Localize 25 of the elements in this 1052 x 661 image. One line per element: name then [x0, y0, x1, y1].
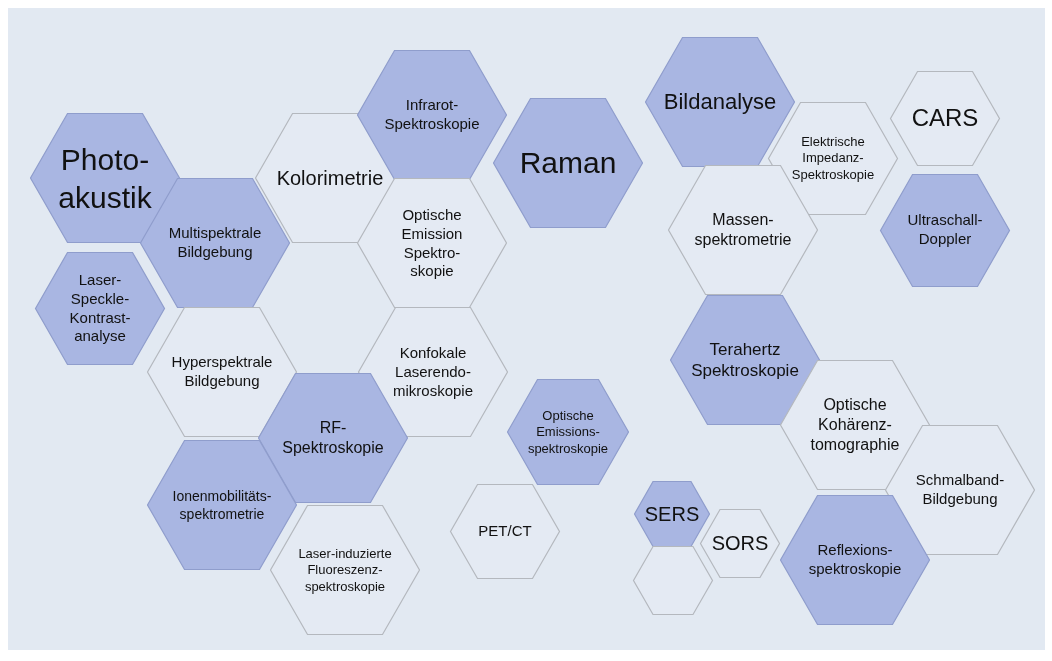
- tile-label: Reflexions-spektroskopie: [807, 541, 903, 579]
- tile-label: Massen-spektrometrie: [693, 210, 793, 250]
- tile-label: Bildanalyse: [662, 88, 778, 116]
- tile-label: Schmalband-Bildgebung: [914, 471, 1006, 509]
- tile-label: Ionenmobilitäts-spektrometrie: [171, 487, 273, 523]
- tile-label: SORS: [710, 530, 770, 556]
- tile-label: Optische Emission Spektro-skopie: [400, 205, 464, 281]
- tile-label: RF-Spektroskopie: [281, 418, 385, 458]
- tile-label: Photo-akustik: [57, 141, 153, 215]
- tile-label: Elektrische Impedanz-Spektroskopie: [790, 133, 876, 183]
- tile-label: Optische Kohärenz-tomographie: [809, 395, 901, 455]
- tile-label: CARS: [910, 103, 980, 133]
- tile-label: Hyperspektrale Bildgebung: [170, 353, 274, 391]
- tile-label: SERS: [643, 501, 701, 527]
- tile-label: Laser-induzierte Fluoreszenz-spektroskopie: [297, 545, 393, 595]
- tile-label: PET/CT: [477, 521, 533, 541]
- tile-label: Konfokale Laserendo-mikroskopie: [392, 343, 474, 401]
- tile-label: Ultraschall-Doppler: [906, 211, 984, 249]
- tile-label: Raman: [518, 145, 618, 182]
- tile-label: Infrarot-Spektroskopie: [383, 96, 481, 134]
- tile-label: Optische Emissions-spektroskopie: [526, 407, 610, 457]
- tile-label: Kolorimetrie: [275, 165, 385, 191]
- tile-label: Terahertz Spektroskopie: [690, 338, 800, 382]
- tile-label: Laser-Speckle-Kontrast-analyse: [68, 270, 132, 346]
- tile-label: Multispektrale Bildgebung: [167, 224, 263, 262]
